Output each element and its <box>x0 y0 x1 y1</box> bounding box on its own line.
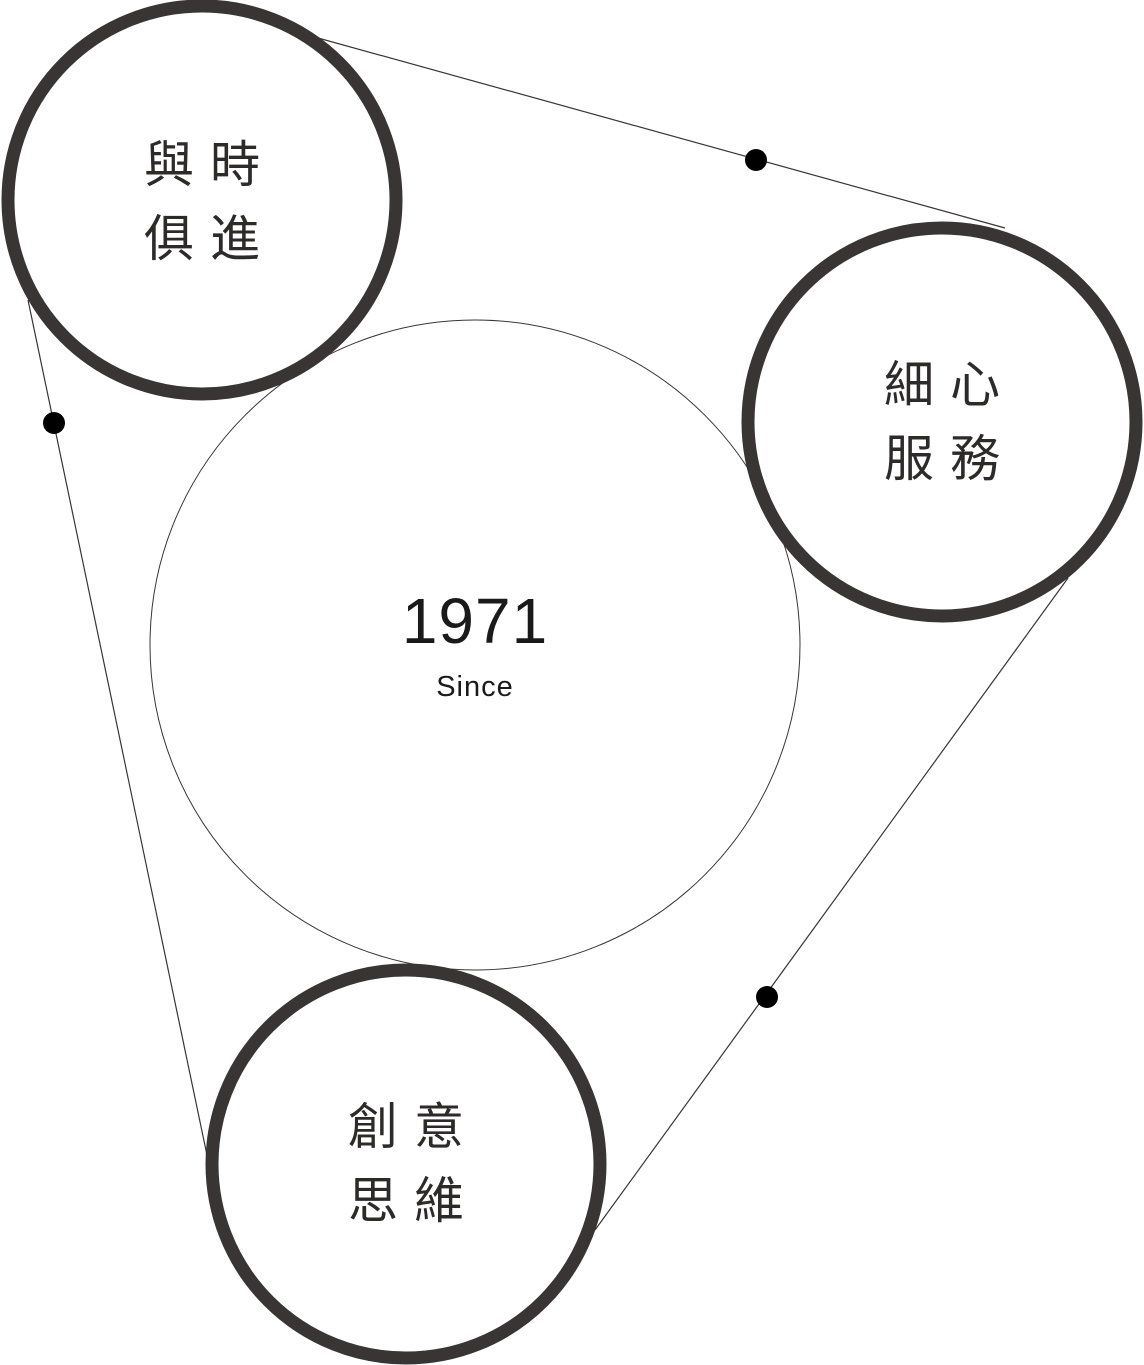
connector-dot-top <box>745 149 767 171</box>
node-label-line: 細心 <box>884 356 1016 414</box>
connector-dot-left <box>43 412 65 434</box>
node-ring-bottom <box>205 963 607 1365</box>
center-circle <box>149 319 801 971</box>
connector-line-right <box>594 577 1069 1231</box>
node-ring-top-left <box>1 0 403 401</box>
node-label-line: 創意 <box>348 1098 480 1156</box>
connector-line-left <box>27 299 209 1161</box>
connector-line-top <box>317 37 1006 229</box>
connector-dot-right <box>756 986 778 1008</box>
node-label-top-left: 與時 俱進 <box>102 128 302 276</box>
node-label-right: 細心 服務 <box>842 348 1042 496</box>
node-ring-right <box>741 221 1143 623</box>
node-label-bottom: 創意 思維 <box>306 1090 506 1238</box>
node-label-line: 與時 <box>144 136 276 194</box>
center-year: 1971 <box>401 585 549 657</box>
node-label-line: 服務 <box>884 430 1016 488</box>
node-label-line: 思維 <box>348 1172 480 1230</box>
node-label-line: 俱進 <box>144 210 276 268</box>
center-since-label: Since <box>436 671 514 703</box>
